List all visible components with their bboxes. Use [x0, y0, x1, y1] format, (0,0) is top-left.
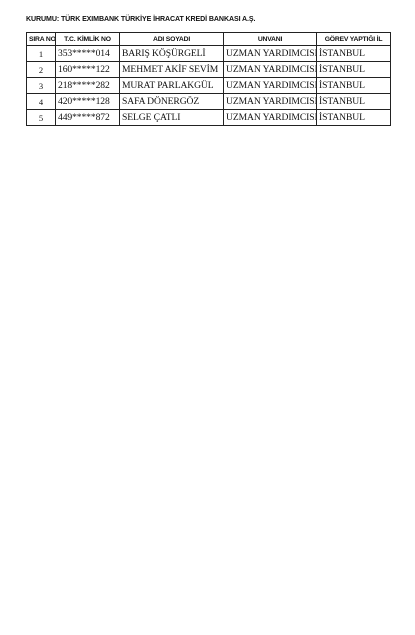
cell-tc-kimlik-no: 449*****872 [55, 109, 120, 126]
institution-title: KURUMU: TÜRK EXIMBANK TÜRKİYE İHRACAT KR… [26, 14, 256, 23]
header-tc-kimlik-no: T.C. KİMLİK NO [55, 32, 120, 46]
table-row: 3 218*****282 MURAT PARLAKGÜL UZMAN YARD… [26, 77, 391, 94]
cell-sira-no: 4 [26, 93, 56, 110]
personnel-table: SIRA NO T.C. KİMLİK NO ADI SOYADI UNVANI… [26, 32, 391, 126]
header-adi-soyadi: ADI SOYADI [119, 32, 224, 46]
table-row: 2 160*****122 MEHMET AKİF SEVİM UZMAN YA… [26, 61, 391, 78]
cell-adi-soyadi: SAFA DÖNERGÖZ [119, 93, 224, 110]
table-row: 4 420*****128 SAFA DÖNERGÖZ UZMAN YARDIM… [26, 93, 391, 110]
cell-gorev-yaptigi-il: İSTANBUL [316, 77, 391, 94]
cell-tc-kimlik-no: 353*****014 [55, 45, 120, 62]
cell-sira-no: 5 [26, 109, 56, 126]
table-row: 1 353*****014 BARIŞ KÖŞÜRGELİ UZMAN YARD… [26, 45, 391, 62]
cell-adi-soyadi: BARIŞ KÖŞÜRGELİ [119, 45, 224, 62]
table-row: 5 449*****872 SELGE ÇATLI UZMAN YARDIMCI… [26, 109, 391, 126]
cell-unvani: UZMAN YARDIMCISI [223, 45, 317, 62]
cell-unvani: UZMAN YARDIMCISI [223, 61, 317, 78]
cell-unvani: UZMAN YARDIMCISI [223, 109, 317, 126]
table-header-row: SIRA NO T.C. KİMLİK NO ADI SOYADI UNVANI… [26, 32, 391, 46]
cell-gorev-yaptigi-il: İSTANBUL [316, 93, 391, 110]
cell-tc-kimlik-no: 160*****122 [55, 61, 120, 78]
cell-adi-soyadi: MURAT PARLAKGÜL [119, 77, 224, 94]
cell-gorev-yaptigi-il: İSTANBUL [316, 61, 391, 78]
cell-adi-soyadi: MEHMET AKİF SEVİM [119, 61, 224, 78]
header-unvani: UNVANI [223, 32, 317, 46]
cell-tc-kimlik-no: 420*****128 [55, 93, 120, 110]
header-gorev-yaptigi-il: GÖREV YAPTIĞI İL [316, 32, 391, 46]
cell-sira-no: 3 [26, 77, 56, 94]
cell-adi-soyadi: SELGE ÇATLI [119, 109, 224, 126]
cell-tc-kimlik-no: 218*****282 [55, 77, 120, 94]
cell-unvani: UZMAN YARDIMCISI [223, 77, 317, 94]
cell-gorev-yaptigi-il: İSTANBUL [316, 45, 391, 62]
cell-sira-no: 2 [26, 61, 56, 78]
cell-sira-no: 1 [26, 45, 56, 62]
cell-gorev-yaptigi-il: İSTANBUL [316, 109, 391, 126]
cell-unvani: UZMAN YARDIMCISI [223, 93, 317, 110]
header-sira-no: SIRA NO [26, 32, 56, 46]
